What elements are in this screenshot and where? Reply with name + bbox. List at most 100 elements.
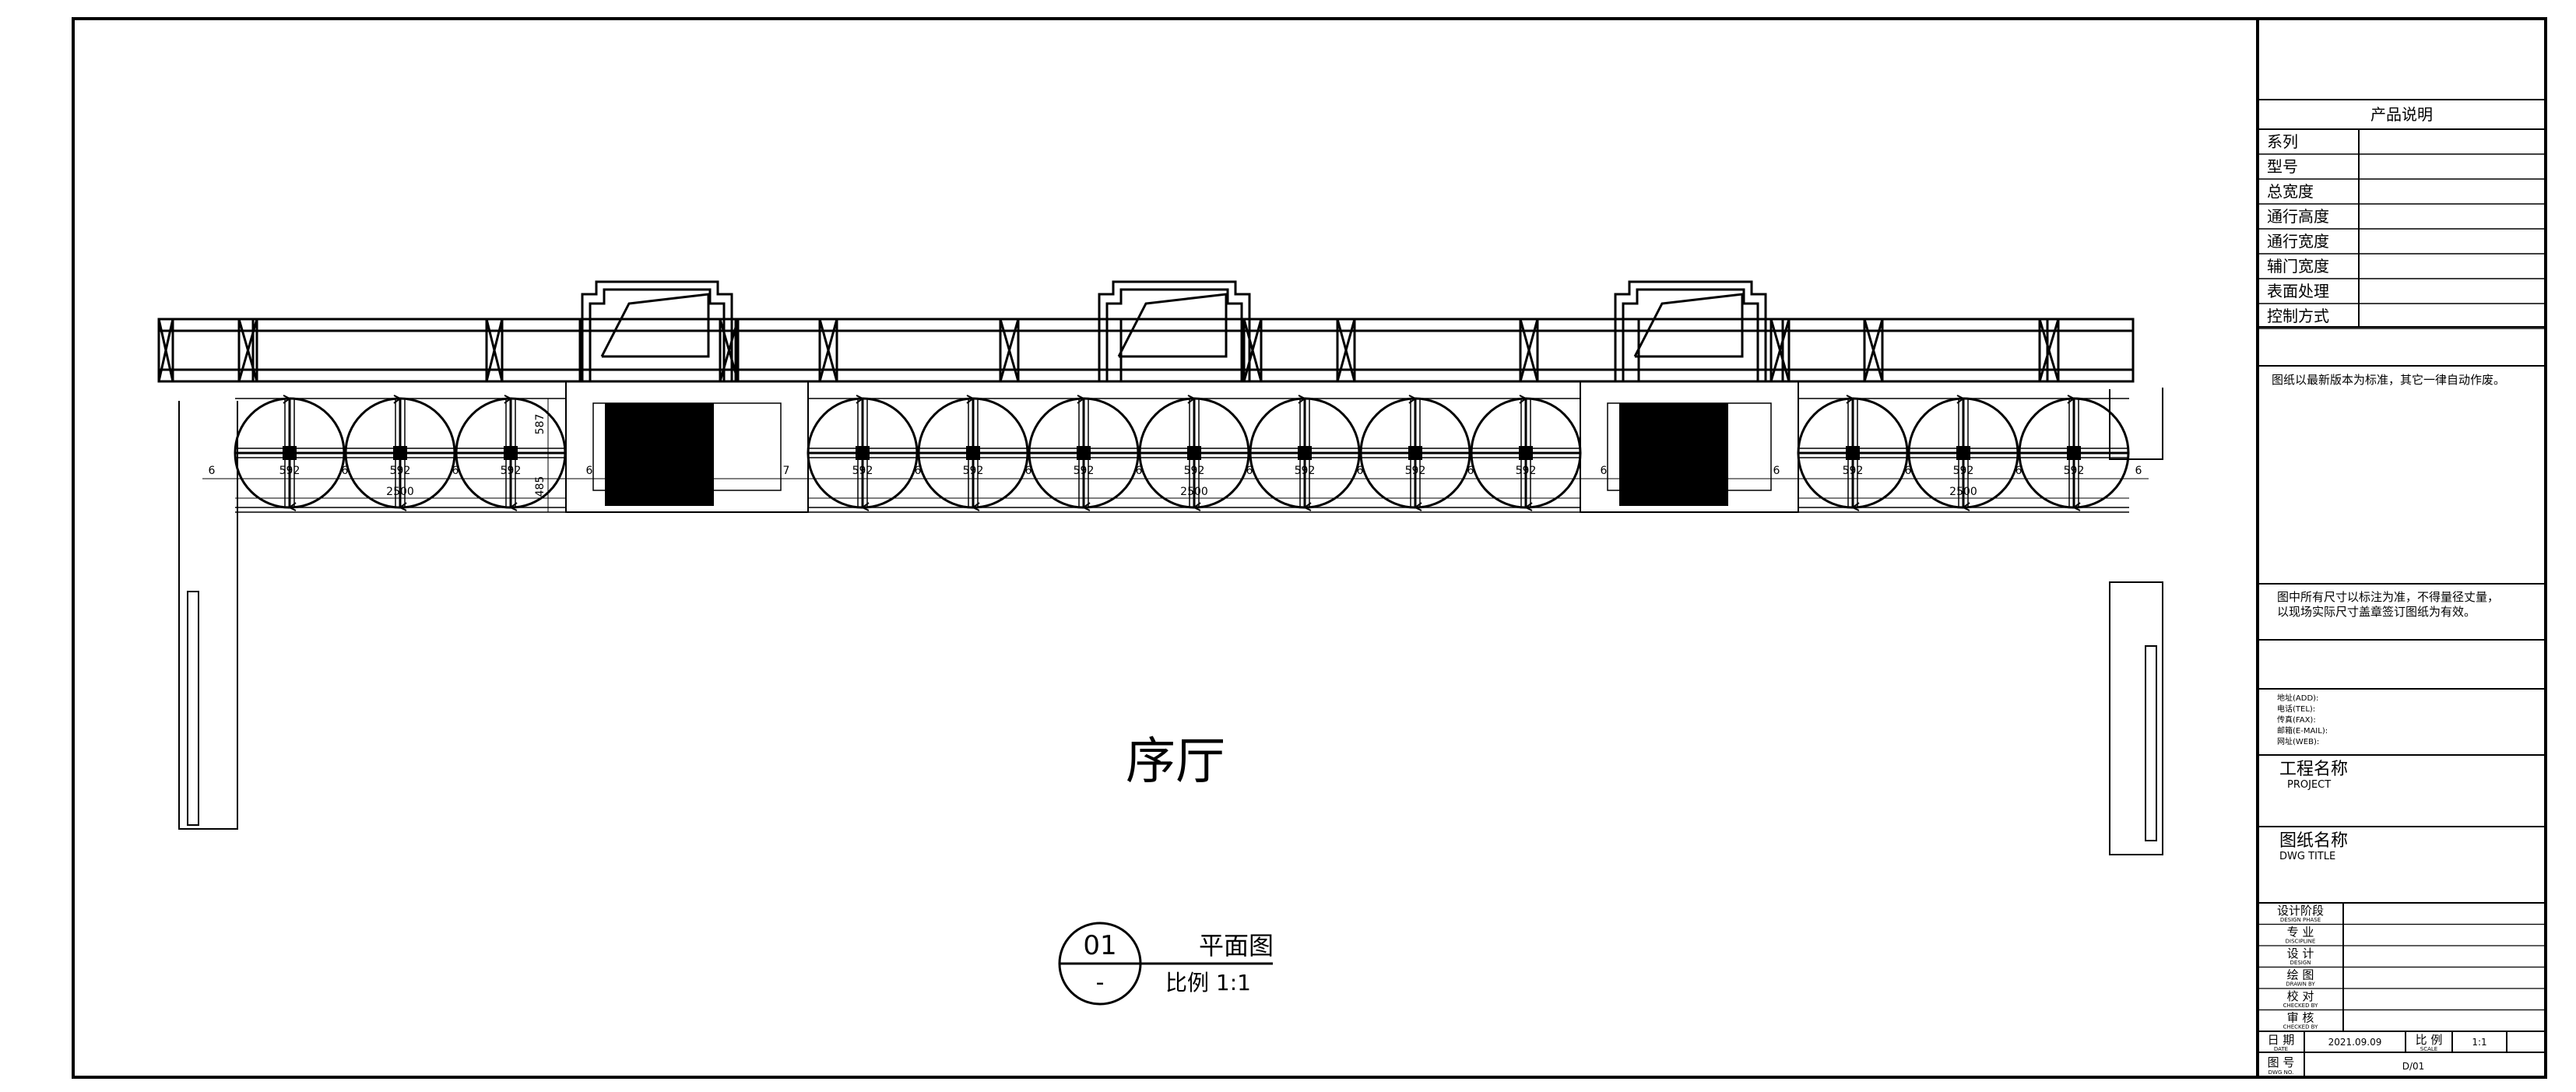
- wall-post-brace: [1769, 318, 1791, 382]
- motor-pocket-detail: [1117, 293, 1228, 358]
- gap-label: 6: [1467, 465, 1474, 477]
- leaf-width-label: 592: [1516, 465, 1537, 477]
- gap-label: 6: [1905, 465, 1912, 477]
- module-span-label: 2500: [1180, 486, 1208, 498]
- door-hub: [1187, 446, 1201, 460]
- signoff-label: 审 核: [2287, 1011, 2314, 1025]
- height-lower-label: 485: [534, 476, 546, 497]
- wall-segment: [578, 318, 737, 383]
- contact-line: 传真(FAX):: [2277, 715, 2316, 725]
- gap-label: 6: [586, 465, 593, 477]
- signoff-label: 设计阶段: [2277, 904, 2324, 918]
- signoff-label: 专 业: [2287, 925, 2314, 939]
- wall-post: [1336, 318, 1356, 383]
- note-version: 图纸以最新版本为标准，其它一律自动作废。: [2272, 373, 2505, 387]
- signoff-label: 校 对: [2287, 989, 2314, 1003]
- door-hub: [1956, 446, 1970, 460]
- height-upper-label: 587: [534, 414, 546, 435]
- dwg-title-label-en: DWG TITLE: [2279, 851, 2335, 862]
- wall-segment: [1781, 318, 2049, 383]
- leaf-width-label: 592: [1295, 465, 1316, 477]
- dwg-title-label: 图纸名称: [2279, 831, 2348, 851]
- project-label: 工程名称: [2279, 760, 2348, 779]
- signoff-label-en: CHECKED BY: [2283, 1002, 2319, 1009]
- view-sheet-ref: -: [1096, 969, 1105, 996]
- view-title-marker: 01 - 平面图 比例 1:1: [1058, 922, 1274, 1006]
- side-returns: [178, 388, 2163, 855]
- wall-post: [237, 318, 258, 383]
- wall-post: [818, 318, 838, 383]
- wall-post-brace: [237, 318, 258, 382]
- leaf-width-label: 592: [1953, 465, 1974, 477]
- product-field-label: 表面处理: [2267, 282, 2329, 300]
- sheet-label-en: DWG NO.: [2268, 1069, 2294, 1076]
- signoff-label-en: CHECKED BY: [2283, 1024, 2319, 1031]
- wall-post-brace: [818, 318, 838, 382]
- date-label-en: DATE: [2274, 1046, 2288, 1052]
- fixed-module-frame: [1580, 381, 1799, 513]
- leaf-width-label: 592: [279, 465, 300, 477]
- motor-pocket-detail: [1633, 293, 1744, 358]
- product-field-label: 通行高度: [2267, 207, 2329, 226]
- signoff-label-en: DESIGN PHASE: [2280, 917, 2321, 923]
- product-header: 产品说明: [2370, 105, 2433, 124]
- gap-label: 6: [915, 465, 922, 477]
- gap-label: 6: [452, 465, 459, 477]
- note-dimensions-1: 图中所有尺寸以标注为准，不得量径丈量，: [2277, 590, 2499, 604]
- door-hub: [966, 446, 980, 460]
- wall-post: [1519, 318, 1539, 383]
- motor-pocket-inner: [1105, 288, 1243, 381]
- door-hub: [1298, 446, 1312, 460]
- drawing-frame: [72, 17, 2547, 1079]
- door-hub: [856, 446, 870, 460]
- motor-pocket-inner: [589, 288, 726, 381]
- wall-post-brace: [1519, 318, 1539, 382]
- wall-segment: [1637, 318, 1784, 383]
- door-hub: [1846, 446, 1860, 460]
- date-value: 2021.09.09: [2328, 1037, 2382, 1048]
- motor-pocket-detail: [600, 293, 710, 358]
- contact-line: 地址(ADD):: [2277, 693, 2318, 703]
- product-field-label: 控制方式: [2267, 307, 2329, 325]
- door-hub: [283, 446, 297, 460]
- product-field-label: 型号: [2267, 157, 2298, 176]
- fixed-panel-modules: [565, 381, 1799, 513]
- project-label-en: PROJECT: [2287, 779, 2331, 791]
- gap-label: 6: [2135, 465, 2142, 477]
- wall-post: [2038, 318, 2060, 383]
- contact-line: 邮箱(E-MAIL):: [2277, 725, 2328, 736]
- gap-label: 6: [209, 465, 216, 477]
- scale-value: 1:1: [2472, 1037, 2486, 1048]
- wall-segment: [1119, 318, 1263, 383]
- door-hub: [1077, 446, 1091, 460]
- sheet-label: 图 号: [2268, 1055, 2295, 1069]
- signoff-label: 绘 图: [2287, 968, 2314, 982]
- motor-pocket: [1098, 280, 1251, 381]
- contact-line: 网址(WEB):: [2277, 736, 2319, 746]
- motor-pocket-inner: [1622, 288, 1759, 381]
- note-dimensions-2: 以现场实际尺寸盖章签订图纸为有效。: [2277, 605, 2476, 619]
- module-span-label: 2500: [1949, 486, 1977, 498]
- signoff-label-en: DISCIPLINE: [2286, 939, 2316, 945]
- product-field-label: 辅门宽度: [2267, 257, 2329, 276]
- leaf-width-label: 592: [1405, 465, 1426, 477]
- wall-segment: [1260, 318, 1640, 383]
- gap-label: 6: [1773, 465, 1780, 477]
- leaf-width-label: 592: [390, 465, 411, 477]
- leaf-width-label: 592: [1843, 465, 1864, 477]
- view-name: 平面图: [1199, 931, 1274, 960]
- scale-label: 比 例: [2416, 1033, 2443, 1047]
- wall-segment: [251, 318, 582, 383]
- wall-post: [485, 318, 504, 383]
- gap-label: 6: [2015, 465, 2022, 477]
- wall-post: [157, 318, 174, 383]
- signoff-label: 设 计: [2287, 946, 2314, 960]
- product-field-label: 通行宽度: [2267, 232, 2329, 251]
- wall-post-brace: [1863, 318, 1884, 382]
- wall-post: [1863, 318, 1884, 383]
- view-number: 01: [1083, 930, 1116, 961]
- title-block: [2256, 19, 2546, 1077]
- black-column: [605, 403, 714, 506]
